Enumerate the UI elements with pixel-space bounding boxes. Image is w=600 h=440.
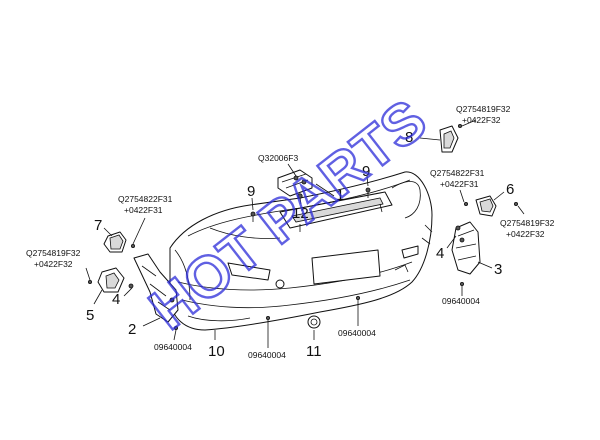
callout-4-left: 4 — [112, 291, 120, 308]
callout-1: 1 — [336, 187, 344, 204]
code-q2754819-left-line1: Q2754819F32 — [26, 248, 81, 258]
callout-6: 6 — [506, 181, 514, 198]
code-q2754819-top-line1: Q2754819F32 — [456, 104, 511, 114]
fastener-09640004-center[interactable] — [265, 315, 270, 320]
code-09640004-right-center: 09640004 — [338, 328, 376, 338]
code-q2754819-right-line1: Q2754819F32 — [500, 218, 555, 228]
code-09640004-right: 09640004 — [442, 296, 480, 306]
screw-part-9-left[interactable] — [250, 211, 256, 222]
left-side-bracket-part-2[interactable] — [133, 253, 179, 323]
callout-9-left: 9 — [247, 183, 255, 200]
left-reflector-part-7[interactable] — [103, 231, 127, 253]
fastener-09640004-right-center[interactable] — [355, 295, 360, 300]
callout-12: 12 — [292, 205, 309, 222]
callout-3: 3 — [494, 261, 502, 278]
right-side-bracket-part-3[interactable] — [451, 221, 481, 275]
clip-part-4-left[interactable] — [128, 283, 134, 289]
code-09640004-left: 09640004 — [154, 342, 192, 352]
code-q2754822-right-line2: +0422F31 — [440, 179, 479, 189]
fastener-q2754822-left[interactable] — [130, 243, 135, 248]
code-q2754819-right-line2: +0422F32 — [506, 229, 545, 239]
callout-11: 11 — [306, 343, 322, 360]
callout-9-right: 9 — [362, 163, 370, 180]
screw-part-9-right[interactable] — [365, 187, 371, 198]
callout-4-right: 4 — [436, 245, 444, 262]
callout-10: 10 — [208, 343, 225, 360]
fastener-q2754819-right[interactable] — [514, 201, 519, 206]
code-q2754822-right-line1: Q2754822F31 — [430, 168, 485, 178]
code-q2754819-left-line2: +0422F32 — [34, 259, 73, 269]
clip-part-4-right[interactable] — [455, 225, 461, 231]
rear-bumper-cover[interactable] — [169, 171, 433, 331]
fastener-q2754819-left[interactable] — [88, 279, 93, 284]
callout-8: 8 — [405, 129, 413, 146]
code-09640004-center: 09640004 — [248, 350, 286, 360]
fastener-09640004-right[interactable] — [459, 281, 464, 286]
code-q2754822-left-line1: Q2754822F31 — [118, 194, 173, 204]
center-bracket-part-1[interactable] — [277, 169, 313, 197]
fastener-09640004-left[interactable] — [173, 325, 178, 330]
callout-2: 2 — [128, 321, 136, 338]
right-reflector-part-6[interactable] — [475, 195, 497, 217]
top-right-lamp-part-8[interactable] — [439, 124, 462, 153]
fastener-q2754822-right[interactable] — [463, 201, 468, 206]
round-cap-part-11[interactable] — [307, 315, 321, 329]
code-q32006f3: Q32006F3 — [258, 153, 298, 163]
leader-lines — [85, 119, 525, 348]
callout-5: 5 — [86, 307, 94, 324]
code-q2754822-left-line2: +0422F31 — [124, 205, 163, 215]
callout-7: 7 — [94, 217, 102, 234]
code-q2754819-top-line2: +0422F32 — [462, 115, 501, 125]
left-lamp-holder-part-5[interactable] — [97, 267, 125, 293]
